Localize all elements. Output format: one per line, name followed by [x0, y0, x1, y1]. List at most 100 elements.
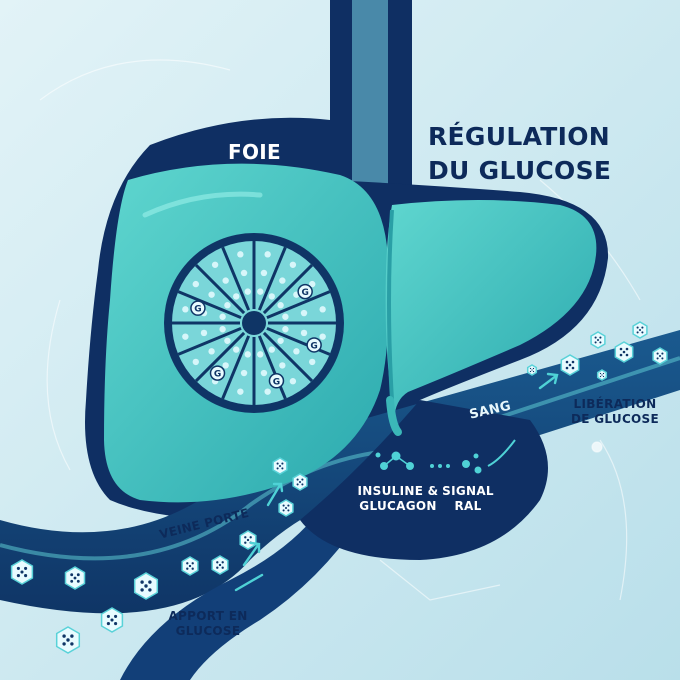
svg-text:G: G — [194, 305, 201, 315]
lobule-cell — [289, 378, 297, 385]
lobule-cell — [257, 288, 264, 295]
svg-text:G: G — [214, 370, 221, 380]
molecule-icon — [462, 453, 482, 474]
lobule-cell — [244, 351, 251, 358]
lobule-cell — [222, 362, 229, 369]
blood-pool — [300, 400, 548, 560]
lobule-cell — [219, 326, 226, 333]
lobule-cell — [277, 337, 284, 344]
glucose-marker: G — [268, 373, 285, 389]
lobule-cell — [268, 293, 275, 300]
svg-text:G: G — [301, 288, 308, 298]
lobule-cell — [319, 333, 326, 340]
flow-arrow-icon — [487, 439, 516, 467]
flow-arrow-icon — [242, 543, 260, 567]
lobule-spoke — [177, 290, 242, 320]
label-apport-line-1: APPORT EN — [168, 609, 248, 623]
portal-vein-stream — [0, 356, 680, 561]
glucose-hexagon-icon — [181, 556, 199, 576]
lobule-cell — [219, 313, 226, 320]
glucose-hexagon-icon — [614, 341, 634, 363]
lobule-cell — [237, 251, 244, 258]
label-signal: SIGNAL RAL — [440, 484, 496, 514]
lobule-cell — [264, 388, 271, 395]
svg-text:G: G — [273, 377, 280, 387]
portal-vein — [0, 330, 680, 614]
molecule-icon — [375, 451, 414, 470]
lobule-cell — [279, 362, 286, 369]
lobule-cell — [240, 369, 248, 377]
glucose-hexagon-icon — [239, 530, 257, 550]
lobule-cell — [277, 302, 284, 309]
label-liberation-line-1: LIBÉRATION — [573, 397, 657, 411]
lobule-center — [242, 311, 266, 335]
lobule-spoke — [221, 246, 251, 311]
flow-arrow-icon — [546, 372, 559, 385]
lobule-cell — [257, 351, 264, 358]
glucose-hexagon-icon — [632, 321, 648, 339]
lobule-spoke — [266, 290, 331, 320]
glucose-hexagon-icon — [292, 473, 308, 491]
lobule-cell — [211, 261, 219, 268]
glucose-hexagon-icon — [100, 607, 124, 633]
glucose-hexagon-icon — [10, 559, 34, 585]
lobule-cell — [282, 313, 289, 320]
label-apport-line-2: GLUCOSE — [175, 624, 241, 638]
signal-dots — [430, 464, 450, 468]
glucose-hexagon-icon — [652, 347, 668, 365]
glucose-hexagon-icon — [526, 364, 538, 376]
liver-drip — [386, 396, 402, 436]
lobule-cell — [264, 251, 271, 258]
lobule-cell — [182, 306, 189, 313]
glucose-inflow-vessel — [120, 480, 360, 680]
decorative-lines — [39, 59, 641, 601]
liver-fissure — [387, 209, 394, 401]
label-apport-glucose: APPORT EN GLUCOSE — [160, 609, 256, 639]
lobule-cell — [208, 291, 215, 298]
lobule-cell — [233, 293, 240, 300]
flow-arrow-icon — [266, 483, 282, 507]
glucose-hexagon-icon — [133, 572, 159, 600]
lobule-cell — [279, 277, 286, 284]
lobule-spoke — [257, 335, 287, 400]
label-signal-line-1: SIGNAL — [442, 484, 494, 498]
lobule-spoke — [177, 326, 242, 356]
lobule-cell — [222, 277, 229, 284]
lobule-cell — [192, 280, 199, 288]
flow-arrows — [234, 372, 559, 592]
lobule-cell — [208, 348, 215, 355]
label-insuline-line-1: INSULINE & — [357, 484, 439, 498]
glucose-hexagon-icon — [64, 566, 86, 590]
lobule-cell — [268, 346, 275, 353]
lobule-cell — [237, 388, 244, 395]
flow-arrow-icon — [234, 573, 264, 592]
title-line-1: RÉGULATION — [428, 122, 611, 151]
glucose-hexagon-icon — [590, 331, 606, 349]
hepatic-vein-highlight — [352, 0, 388, 200]
glucose-hexagon-icon — [272, 457, 288, 475]
lobule-cell — [224, 302, 231, 309]
flow-arrow-icon — [272, 482, 284, 493]
glucose-hexagon-icon — [55, 626, 81, 654]
glucose-hexagon-icon — [560, 354, 580, 376]
lobule-spoke — [262, 331, 314, 383]
title-line-2: DU GLUCOSE — [428, 156, 612, 185]
lobule-cell — [244, 288, 251, 295]
label-insuline-line-2: GLUCAGON — [359, 499, 437, 513]
glucose-marker: G — [209, 365, 226, 381]
glucose-marker: G — [190, 300, 206, 316]
liver-shine — [142, 191, 263, 218]
lobule-cell — [309, 358, 316, 366]
lobule-cell — [224, 337, 231, 344]
label-foie: FOIE — [228, 140, 281, 164]
lobule-cell — [240, 269, 248, 277]
lobule-cell — [282, 326, 289, 333]
label-liberation-line-2: DE GLUCOSE — [571, 412, 659, 426]
lobule-cell — [309, 280, 316, 288]
glucose-hexagon-icon — [278, 499, 294, 517]
lobule-cell — [233, 346, 240, 353]
